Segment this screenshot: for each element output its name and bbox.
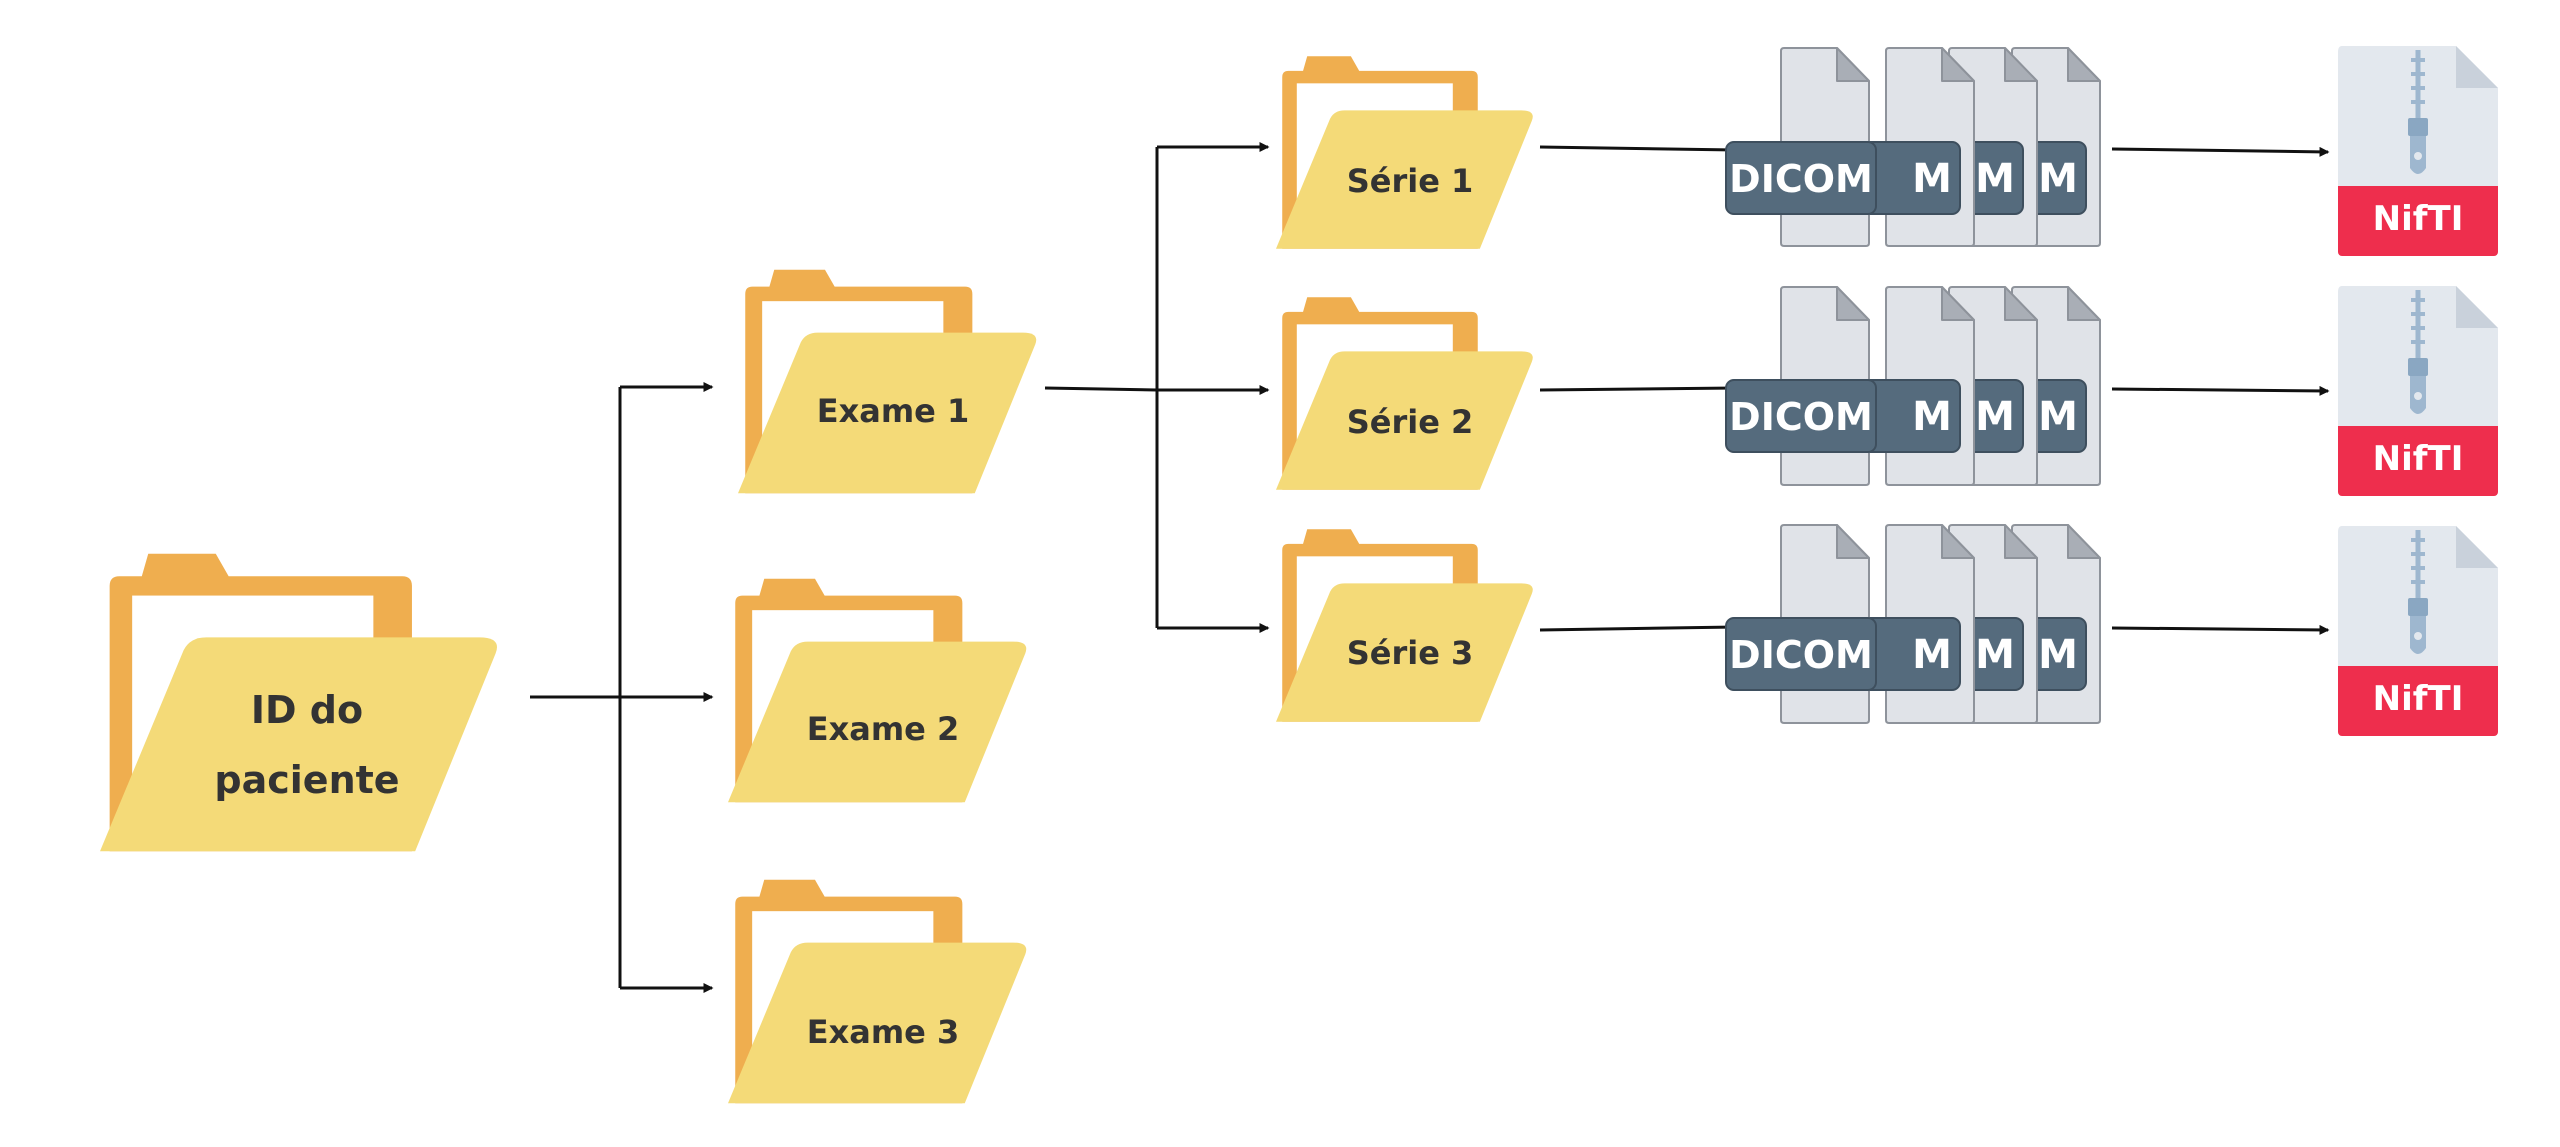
dicom-file-label: M: [2038, 394, 2078, 440]
arrow-series3-to-dicom: [1539, 622, 1738, 633]
dicom-file-label: M: [2038, 632, 2078, 678]
nifti-file-2: NifTI: [2338, 286, 2498, 496]
arrow-dicom1-to-nifti: [2111, 146, 2330, 157]
dicom-file-label: M: [1975, 394, 2015, 440]
dicom-file-label: M: [2038, 156, 2078, 202]
dicom-badge: [1725, 617, 1877, 691]
dicom-file-label: DICOM: [1729, 633, 1873, 677]
dicom-file-label: DICOM: [1729, 395, 1873, 439]
arrow-dicom2-to-nifti: [2111, 385, 2330, 396]
series-folder-2-label: Série 2: [1347, 403, 1474, 441]
dicom-badge: [1725, 379, 1877, 453]
arrow-dicom3-to-nifti: [2111, 624, 2330, 635]
dicom-file-label: M: [1975, 632, 2015, 678]
folder-icon: [1276, 297, 1533, 490]
exam-folder-3: Exame 3: [728, 879, 1027, 1104]
series-folder-1-label: Série 1: [1347, 162, 1474, 200]
exam-folder-1: Exame 1: [738, 269, 1037, 494]
nifti-file-3-label: NifTI: [2373, 679, 2464, 719]
dicom-stack-3: M M M DICOM: [1725, 524, 2101, 724]
dicom-file-label: M: [1912, 394, 1952, 440]
dicom-file-label: M: [1912, 156, 1952, 202]
folder-icon: [728, 578, 1027, 803]
series-folder-1: Série 1: [1276, 56, 1533, 249]
folder-icon: [1276, 56, 1533, 249]
exam-folder-2-label: Exame 2: [807, 710, 960, 748]
connector-lines: [530, 142, 2330, 993]
dicom-badge: [1725, 141, 1877, 215]
exam-folder-3-label: Exame 3: [807, 1013, 960, 1051]
folder-icon: [728, 879, 1027, 1104]
root-folder: ID do paciente: [100, 553, 497, 852]
exam-folder-1-label: Exame 1: [817, 392, 970, 430]
arrow-series2-to-dicom: [1539, 383, 1738, 394]
series-folder-3: Série 3: [1276, 529, 1533, 722]
dicom-file-label: DICOM: [1729, 157, 1873, 201]
folder-icon: [1276, 529, 1533, 722]
root-folder-label-line2: paciente: [214, 758, 399, 802]
dicom-stack-1: M M M DICOM: [1725, 47, 2101, 247]
nifti-file-1: NifTI: [2338, 46, 2498, 256]
series-folder-2: Série 2: [1276, 297, 1533, 490]
dicom-file-label: M: [1975, 156, 2015, 202]
root-folder-label-line1: ID do: [251, 688, 363, 732]
series-folder-3-label: Série 3: [1347, 634, 1474, 672]
arrow-series1-to-dicom: [1539, 144, 1738, 155]
nifti-file-3: NifTI: [2338, 526, 2498, 736]
exam-folder-2: Exame 2: [728, 578, 1027, 803]
dicom-stack-2: M M M DICOM: [1725, 286, 2101, 486]
dicom-file-label: M: [1912, 632, 1952, 678]
folder-icon: [738, 269, 1037, 494]
connector-exam1-trunk: [1044, 386, 1158, 392]
nifti-file-2-label: NifTI: [2373, 439, 2464, 479]
nifti-file-1-label: NifTI: [2373, 199, 2464, 239]
